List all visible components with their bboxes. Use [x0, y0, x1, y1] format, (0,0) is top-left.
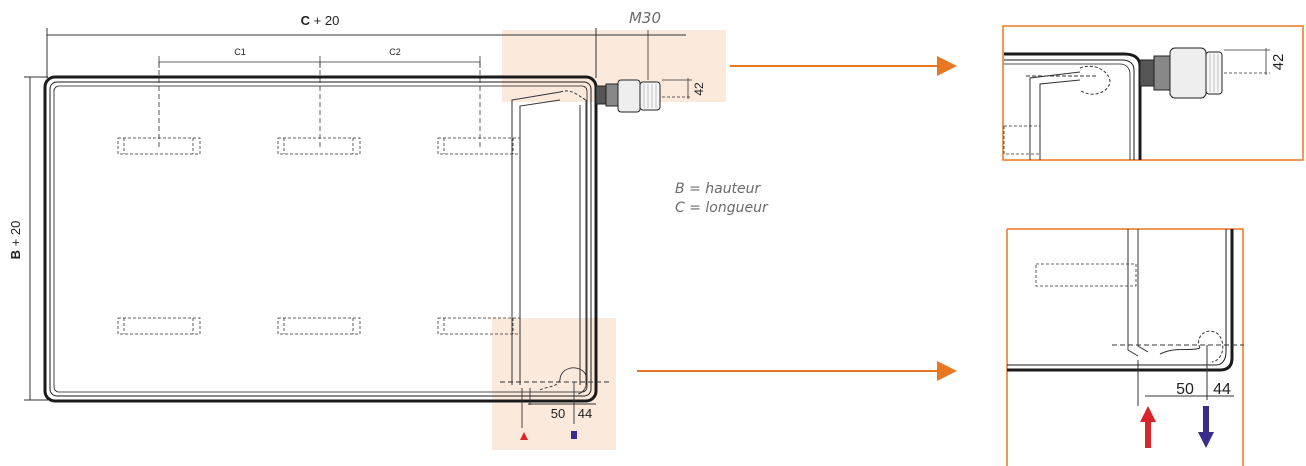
top-detail-panel: 42	[1002, 25, 1304, 161]
bracket-spacing-dimension	[158, 56, 481, 68]
legend-length: C = longueur	[675, 200, 769, 216]
radiator-body	[43, 75, 598, 403]
width-dimension	[46, 28, 686, 78]
bottom-connection	[500, 367, 610, 428]
supply-marker-small	[520, 432, 528, 440]
valve-offset-label: 42	[692, 82, 706, 96]
height-label: B + 20	[8, 221, 23, 260]
valve-connector	[595, 79, 661, 113]
bottom-spacing-a: 50	[551, 406, 565, 421]
bottom-detail-panel: 50 44	[1006, 228, 1244, 466]
mounting-brackets-top	[117, 137, 521, 155]
bottom-spacing-b: 44	[578, 406, 592, 421]
legend-height: B = hauteur	[675, 181, 762, 197]
height-dimension	[24, 76, 48, 401]
thread-label: M30	[629, 9, 661, 27]
bracket-centerlines	[158, 62, 481, 150]
width-label: C + 20	[301, 13, 340, 28]
c1-label: C1	[234, 47, 246, 57]
detail-spacing-a: 50	[1176, 381, 1194, 398]
detail-spacing-b: 44	[1213, 381, 1231, 398]
return-arrow	[1198, 406, 1214, 448]
internal-pipe	[511, 90, 587, 385]
valve-offset-dimension	[662, 78, 692, 99]
return-marker-small	[571, 431, 577, 439]
detail-valve-offset-label: 42	[1270, 54, 1287, 71]
supply-arrow	[1140, 406, 1156, 448]
c2-label: C2	[389, 47, 401, 57]
mounting-brackets-bottom	[117, 317, 521, 335]
